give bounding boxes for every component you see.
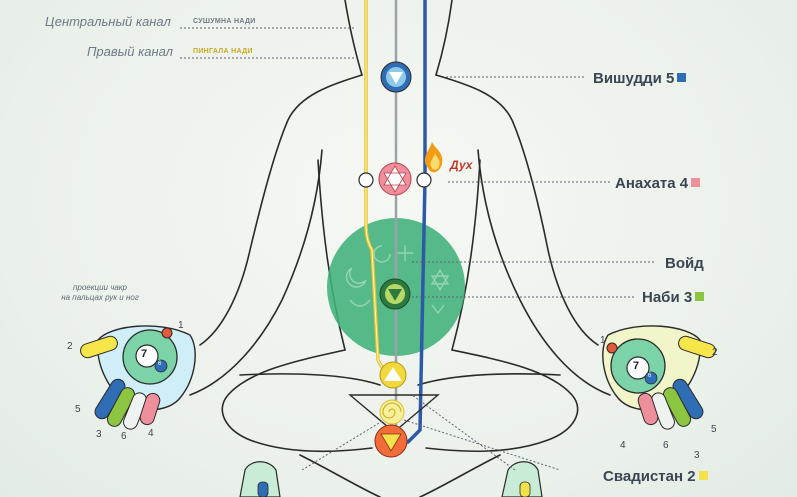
left-channel-line bbox=[406, 0, 427, 444]
left-hand-small-number: 6 bbox=[158, 361, 162, 367]
feet bbox=[239, 461, 543, 497]
central-channel-tag: СУШУМНА НАДИ bbox=[193, 18, 256, 25]
left-finger-number-6: 6 bbox=[121, 431, 127, 442]
projection-note-line2: на пальцах рук и ног bbox=[61, 293, 139, 302]
right-channel-node bbox=[358, 172, 374, 188]
vishuddhi-number: 5 bbox=[665, 70, 675, 87]
vishuddhi-label: Вишудди 5 bbox=[593, 70, 687, 87]
right-hand bbox=[602, 325, 716, 430]
nabhi-name: Наби bbox=[642, 289, 680, 306]
flame-icon bbox=[424, 142, 443, 173]
right-finger-number-3: 3 bbox=[694, 450, 700, 461]
body-outline bbox=[189, 0, 611, 497]
right-finger-number-5: 5 bbox=[711, 424, 717, 435]
left-finger-number-2: 2 bbox=[67, 341, 73, 352]
right-channel-tag: ПИНГАЛА НАДИ bbox=[193, 48, 253, 55]
swadisthan-chakra bbox=[374, 424, 408, 458]
projection-note: проекции чакр на пальцах рук и ног bbox=[40, 283, 160, 303]
vishuddhi-color-square bbox=[677, 73, 687, 82]
nabhi-chakra bbox=[379, 278, 411, 310]
anahata-color-square bbox=[691, 178, 701, 187]
right-hand-center-number: 7 bbox=[633, 360, 640, 372]
left-finger-number-1: 1 bbox=[178, 320, 184, 331]
kundalini-spiral bbox=[348, 394, 440, 433]
right-channel-label: Правый канал bbox=[87, 44, 174, 59]
right-hand-small-number: 6 bbox=[648, 373, 652, 379]
nabhi-label: Наби 3 bbox=[642, 289, 705, 306]
central-channel-label: Центральный канал bbox=[45, 14, 171, 29]
mooladhara-chakra bbox=[379, 361, 407, 389]
left-channel-node bbox=[416, 172, 432, 188]
left-hand-center-number: 7 bbox=[141, 348, 148, 360]
left-hand bbox=[80, 325, 196, 430]
right-finger-number-1: 1 bbox=[600, 335, 606, 346]
spirit-label: Дух bbox=[450, 158, 473, 172]
vishuddhi-chakra bbox=[380, 61, 412, 93]
void-label: Войд bbox=[665, 255, 704, 272]
swadisthan-color-square bbox=[698, 471, 708, 480]
left-finger-number-4: 4 bbox=[148, 428, 154, 439]
left-finger-number-3: 3 bbox=[96, 429, 102, 440]
projection-note-line1: проекции чакр bbox=[72, 283, 128, 292]
left-finger-number-5: 5 bbox=[75, 404, 81, 415]
swadisthan-number: 2 bbox=[687, 468, 696, 485]
anahata-name: Анахата bbox=[615, 175, 676, 192]
anahata-chakra bbox=[378, 162, 412, 196]
swadisthan-name: Свадистан bbox=[603, 468, 684, 485]
right-finger-number-4: 4 bbox=[620, 440, 626, 451]
anahata-number: 4 bbox=[679, 175, 689, 192]
vishuddhi-name: Вишудди bbox=[593, 70, 662, 87]
anahata-label: Анахата 4 bbox=[615, 175, 701, 192]
nabhi-number: 3 bbox=[683, 289, 693, 306]
nabhi-color-square bbox=[695, 292, 705, 301]
leader-lines bbox=[180, 27, 654, 471]
swadisthan-label: Свадистан 2 bbox=[603, 468, 708, 485]
right-finger-number-2: 2 bbox=[712, 347, 718, 358]
right-finger-number-6: 6 bbox=[663, 440, 669, 451]
